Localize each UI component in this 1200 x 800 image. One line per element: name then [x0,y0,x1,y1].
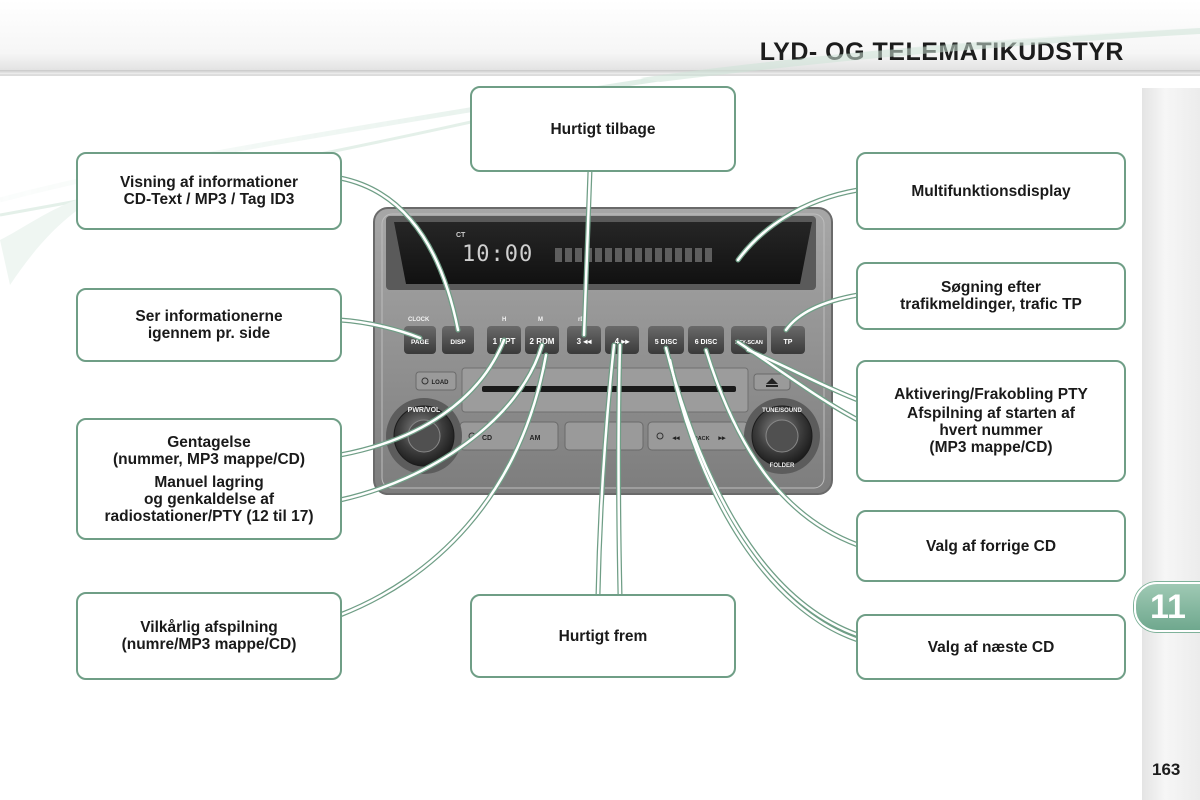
callout-pty-afspilning: Aktivering/Frakobling PTY Afspilning af … [856,360,1126,482]
chapter-tab: 11 [1134,582,1200,632]
rds-label: rD [578,317,585,323]
display-segment [575,248,582,262]
button-5-disc[interactable]: 5 DISC [648,326,684,354]
callout-vilkaarlig: Vilkårlig afspilning (numre/MP3 mappe/CD… [76,592,342,680]
display-segment [705,248,712,262]
display-segment [695,248,702,262]
button-2-rdm[interactable]: 2 RDM [525,326,559,354]
button-eject[interactable] [753,373,791,391]
svg-text:TRACK: TRACK [690,436,709,442]
leader-lines [337,167,861,643]
svg-text:TP: TP [784,339,793,346]
svg-text:PWR/VOL: PWR/VOL [408,407,441,414]
display-segment [655,248,662,262]
svg-text:PTY-SCAN: PTY-SCAN [735,340,763,346]
display-segment [595,248,602,262]
svg-text:AM: AM [530,435,541,442]
svg-text:4 ▸▸: 4 ▸▸ [615,337,631,346]
callout-hurtigt-frem: Hurtigt frem [470,594,736,678]
display-ct: CT [456,232,466,239]
display-dot-matrix [555,248,712,262]
display-segment [605,248,612,262]
button-tp[interactable]: TP [771,326,805,354]
svg-text:PAGE: PAGE [411,339,430,346]
clock-label: CLOCK [408,317,430,323]
chapter-number: 11 [1150,588,1186,626]
callout-hurtigt-tilbage: Hurtigt tilbage [470,86,736,172]
button-3-rewind[interactable]: 3 ◂◂ [567,326,601,354]
callout-naeste-cd: Valg af næste CD [856,614,1126,680]
svg-text:◂◂: ◂◂ [671,435,680,442]
minute-label: M [538,317,543,323]
display-segment [555,248,562,262]
tune-sound-knob[interactable]: TUNE/SOUND FOLDER [744,398,820,474]
button-pty-scan[interactable]: PTY-SCAN [731,326,767,354]
header-band [0,0,1200,76]
svg-text:LOAD: LOAD [432,380,450,386]
callout-ser-informationer: Ser informationerne igennem pr. side [76,288,342,362]
callout-multifunktionsdisplay: Multifunktionsdisplay [856,152,1126,230]
header-divider [0,70,1200,74]
display-segment [565,248,572,262]
button-disp[interactable]: DISP [442,326,474,354]
svg-text:TUNE/SOUND: TUNE/SOUND [762,408,802,414]
svg-text:6 DISC: 6 DISC [695,339,718,346]
display-clock: 10:00 [462,242,533,267]
display-segment [665,248,672,262]
svg-text:2 RDM: 2 RDM [530,337,555,346]
display-segment [685,248,692,262]
svg-text:DISP: DISP [450,339,466,346]
callout-gentagelse-manuel: Gentagelse (nummer, MP3 mappe/CD) Manuel… [76,418,342,540]
hour-label: H [502,317,506,323]
svg-text:FOLDER: FOLDER [770,463,795,469]
callout-forrige-cd: Valg af forrige CD [856,510,1126,582]
callout-visning: Visning af informationer CD-Text / MP3 /… [76,152,342,230]
page-number: 163 [1152,760,1181,779]
side-strip [1142,88,1200,800]
button-load[interactable]: LOAD [415,371,457,391]
svg-text:3 ◂◂: 3 ◂◂ [577,337,593,346]
button-6-disc[interactable]: 6 DISC [688,326,724,354]
svg-text:CD: CD [482,435,492,442]
display-segment [625,248,632,262]
display-segment [675,248,682,262]
display-segment [635,248,642,262]
callout-soegning-tp: Søgning efter trafikmeldinger, trafic TP [856,262,1126,330]
display-segment [645,248,652,262]
svg-text:▸▸: ▸▸ [717,435,726,442]
display-segment [615,248,622,262]
svg-text:5 DISC: 5 DISC [655,339,678,346]
